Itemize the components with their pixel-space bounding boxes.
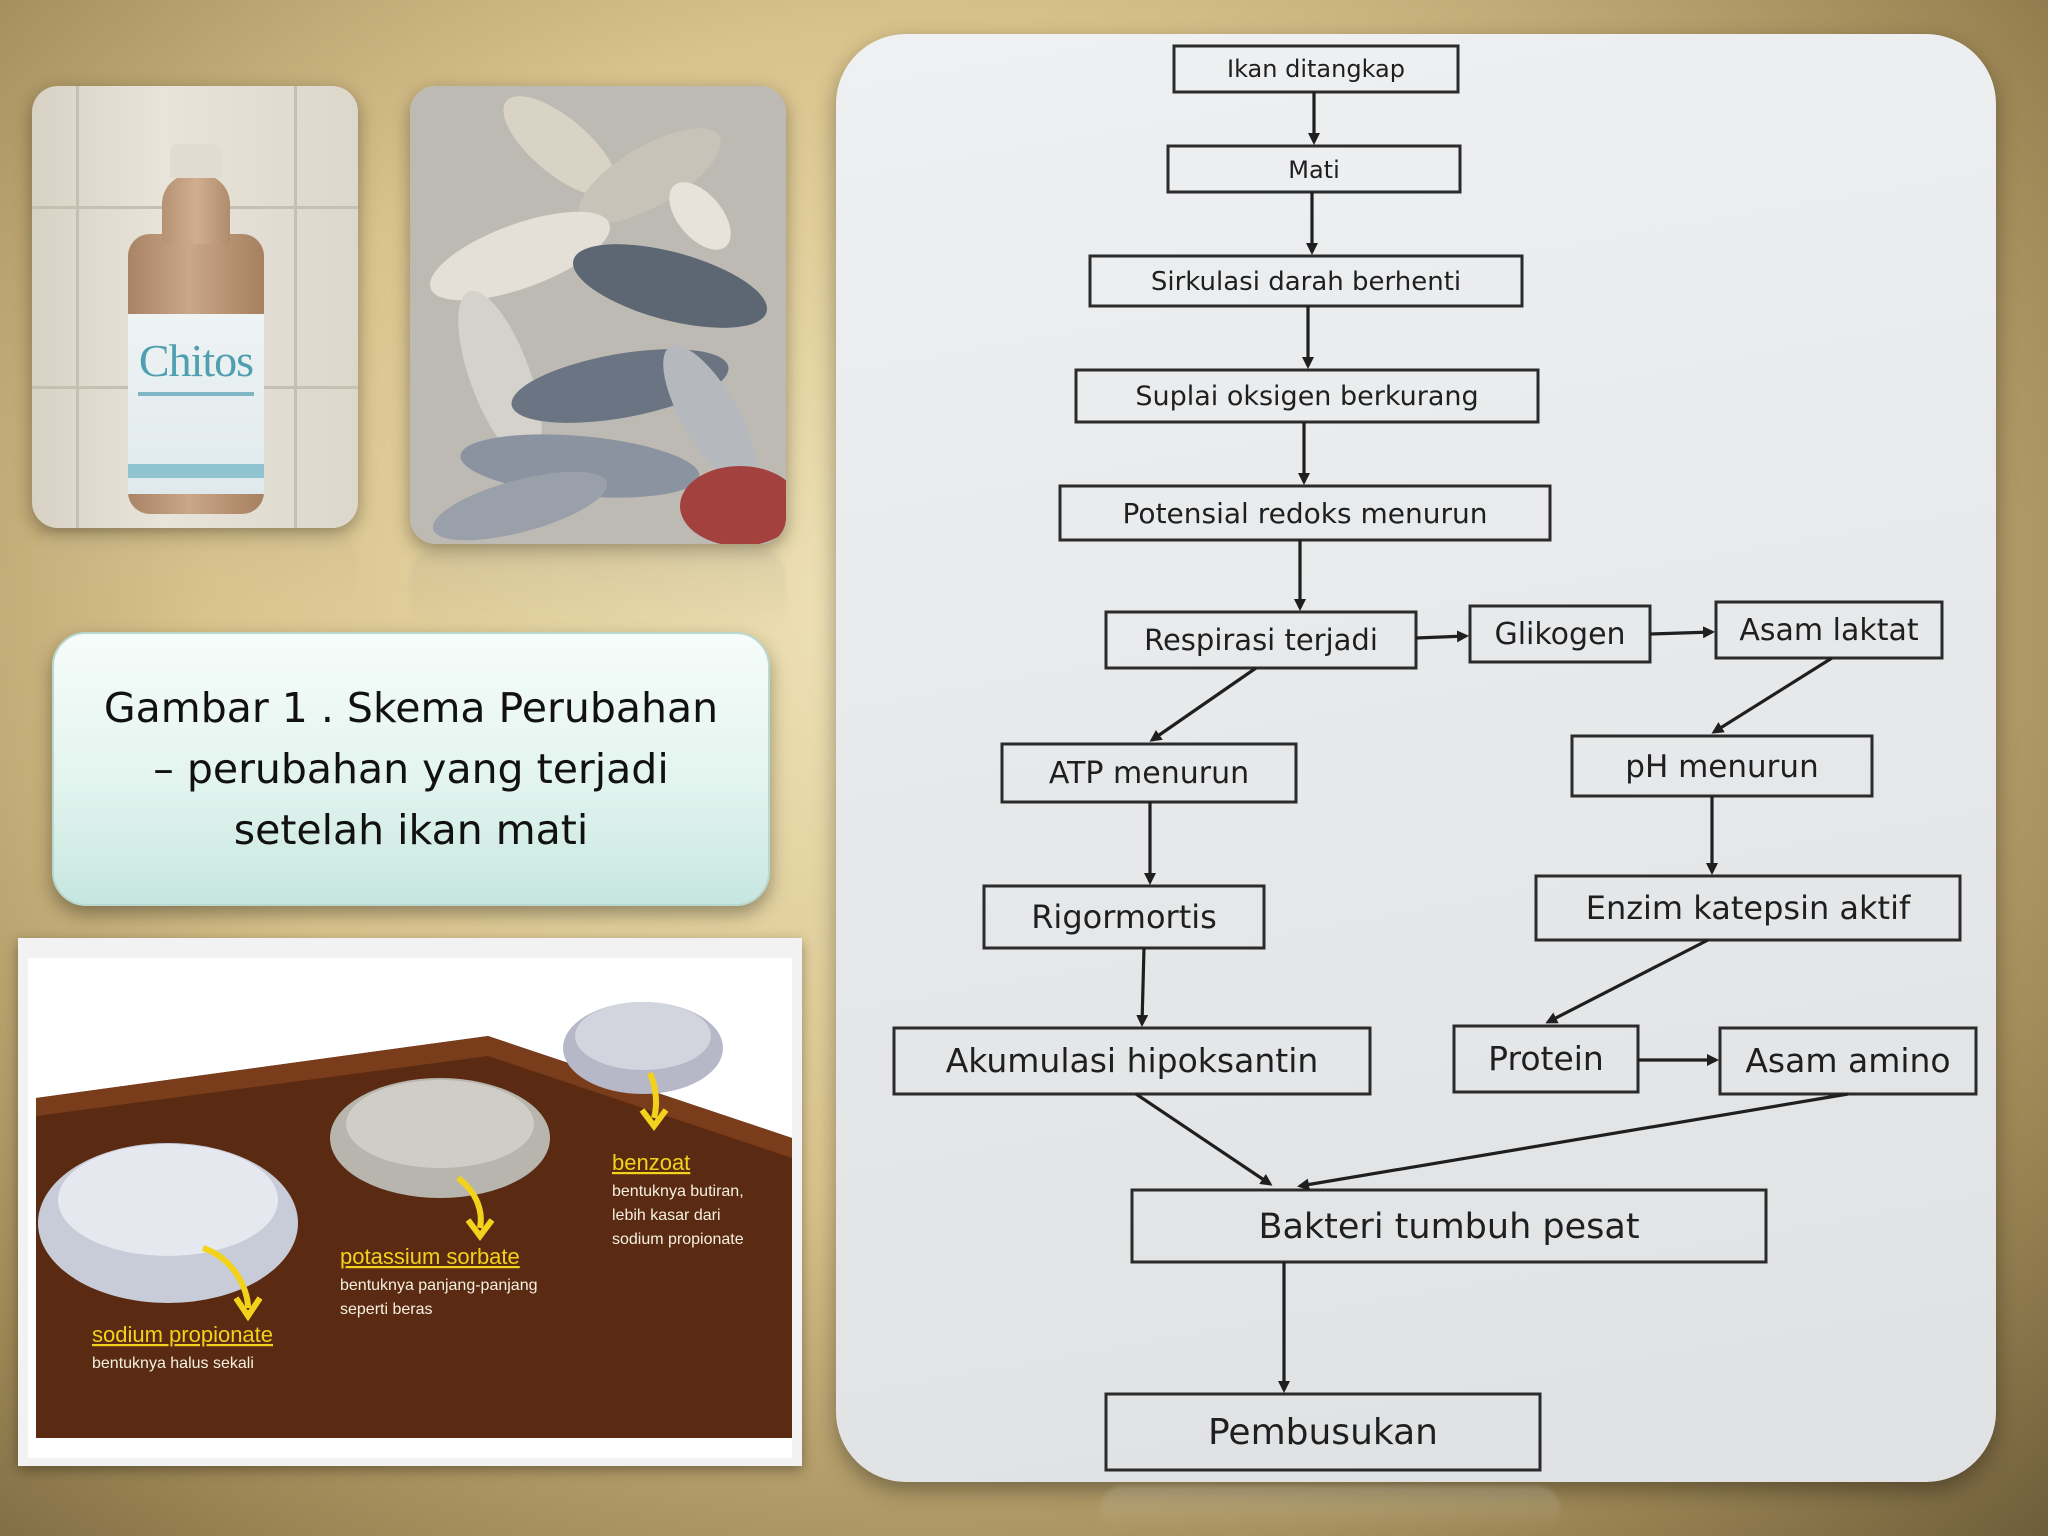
node-asam-laktat-label: Asam laktat: [1739, 613, 1919, 648]
node-ikan-ditangkap-label: Ikan ditangkap: [1227, 55, 1405, 83]
wooden-board: [36, 1036, 792, 1438]
potassium-sorbate-label: potassium sorbate: [340, 1244, 520, 1269]
bottle-neck: [162, 174, 230, 244]
node-mati: [1166, 144, 1462, 194]
node-akumulasi: [892, 1026, 1372, 1096]
benzoat-label: benzoat: [612, 1150, 690, 1175]
node-pembusukan-label: Pembusukan: [1208, 1412, 1438, 1453]
node-rigormortis-label: Rigormortis: [1031, 898, 1217, 936]
arrow-benzoat: [647, 1071, 660, 1119]
benzoat-desc-line: bentuknya butiran,: [612, 1183, 744, 1200]
bottle: Chitos: [128, 144, 264, 514]
sodium-propionate-label: sodium propionate: [92, 1322, 273, 1347]
potassium-sorbate-desc-line: bentuknya panjang-panjang: [340, 1277, 538, 1294]
node-asam-amino-label: Asam amino: [1745, 1041, 1950, 1080]
node-protein-label: Protein: [1488, 1039, 1604, 1078]
arrow-asam-amino-to-bakteri: [1297, 1092, 1849, 1191]
bottle-brand-text: Chitos: [138, 335, 254, 386]
node-akumulasi-label: Akumulasi hipoksantin: [946, 1041, 1319, 1080]
fish-pile-illustration: [410, 86, 786, 544]
node-sirkulasi-label: Sirkulasi darah berhenti: [1151, 267, 1461, 297]
sodium-propionate-desc-line: bentuknya halus sekali: [92, 1355, 254, 1372]
flowchart-panel: Ikan ditangkap Mati Sirkulasi darah berh…: [836, 34, 1996, 1482]
node-respirasi-label: Respirasi terjadi: [1144, 623, 1378, 657]
node-ph-label: pH menurun: [1625, 749, 1818, 785]
preservatives-photo: benzoat bentuknya butiran, lebih kasar d…: [18, 938, 802, 1466]
chitosan-bottle-photo: Chitos: [32, 86, 358, 528]
caption-text: Gambar 1 . Skema Perubahan – perubahan y…: [103, 683, 719, 854]
fish-photo-reflection: [410, 550, 786, 630]
node-mati-label: Mati: [1288, 156, 1340, 184]
bottle-cap: [170, 144, 222, 178]
node-ph: [1570, 734, 1874, 798]
fish-photo: [410, 86, 786, 544]
arrow-akumulasi-to-bakteri: [1135, 1092, 1273, 1186]
fish-shapes: [430, 96, 786, 544]
preservatives-illustration: benzoat bentuknya butiran, lebih kasar d…: [28, 958, 792, 1458]
benzoat-desc-line: lebih kasar dari: [612, 1207, 721, 1224]
node-rigormortis: [982, 884, 1266, 950]
node-pembusukan: [1104, 1392, 1542, 1472]
arrow-potassium: [456, 1175, 484, 1229]
node-potensial-label: Potensial redoks menurun: [1123, 497, 1488, 530]
node-potensial: [1058, 484, 1552, 542]
arrow-rigormortis-to-akumulasi: [1136, 947, 1149, 1027]
flowchart-reflection: [1100, 1486, 1560, 1532]
node-sirkulasi: [1088, 254, 1524, 308]
wall-tile-line: [294, 86, 297, 528]
node-bakteri-label: Bakteri tumbuh pesat: [1258, 1207, 1639, 1247]
node-atp-label: ATP menurun: [1049, 756, 1249, 791]
arrow-respirasi-to-glikogen: [1415, 630, 1469, 643]
node-glikogen-label: Glikogen: [1494, 617, 1625, 652]
arrow-respirasi-to-atp: [1149, 666, 1257, 742]
bottle-label-band: [128, 464, 264, 478]
arrow-enzim-to-protein: [1545, 938, 1709, 1024]
benzoat-desc-line: sodium propionate: [612, 1231, 744, 1248]
arrow-asam-laktat-to-ph: [1711, 656, 1833, 734]
bottle-label-stripe: [138, 392, 254, 396]
arrow-glikogen-to-asam-laktat: [1649, 626, 1715, 639]
node-enzim: [1534, 874, 1962, 942]
node-suplai: [1074, 368, 1540, 424]
wall-tile-line: [76, 86, 79, 528]
potassium-sorbate-desc-line: seperti beras: [340, 1301, 433, 1318]
node-bakteri: [1130, 1188, 1768, 1264]
arrow-sodium: [201, 1245, 251, 1309]
caption-card: Gambar 1 . Skema Perubahan – perubahan y…: [52, 632, 770, 906]
node-ikan-ditangkap: [1172, 44, 1460, 94]
flowchart: Ikan ditangkap Mati Sirkulasi darah berh…: [892, 44, 1978, 1472]
node-enzim-label: Enzim katepsin aktif: [1586, 889, 1911, 927]
bottle-photo-reflection: [32, 534, 358, 604]
node-suplai-label: Suplai oksigen berkurang: [1135, 381, 1478, 412]
node-respirasi: [1104, 610, 1418, 670]
